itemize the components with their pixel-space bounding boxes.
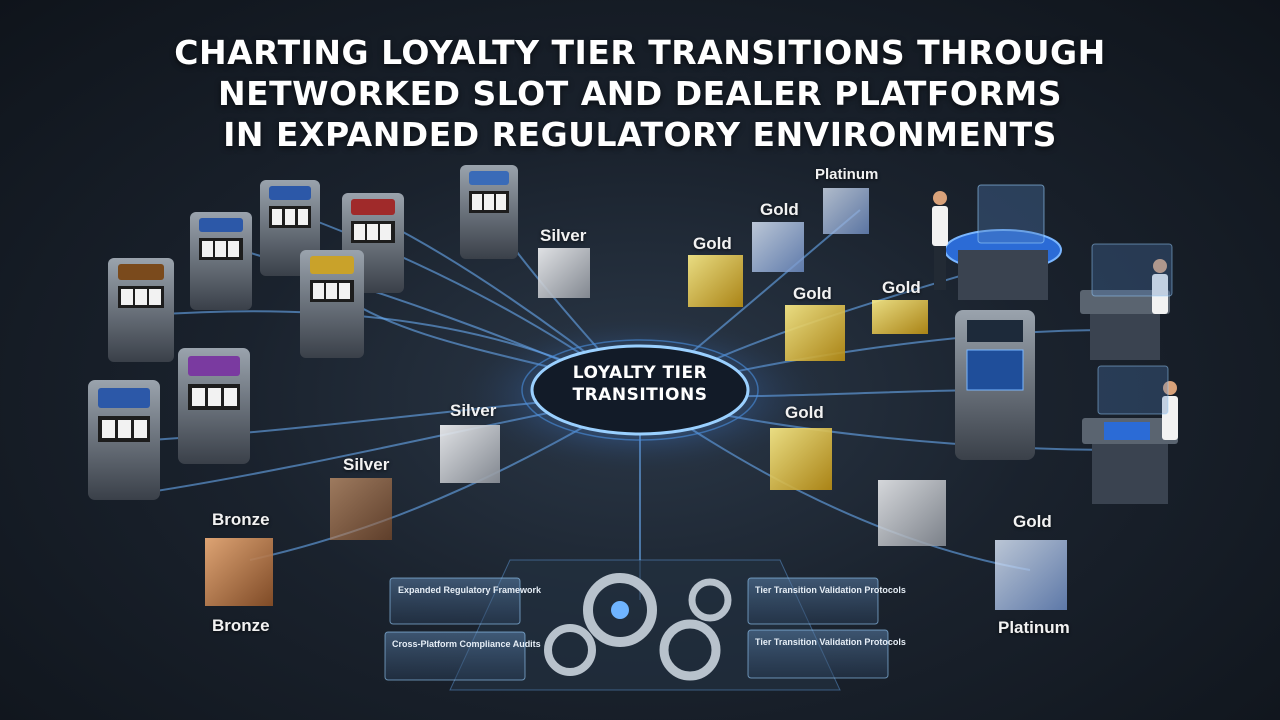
page-title: CHARTING LOYALTY TIER TRANSITIONS THROUG… bbox=[0, 32, 1280, 155]
title-line-3: IN EXPANDED REGULATORY ENVIRONMENTS bbox=[223, 115, 1057, 154]
tier-cubes bbox=[205, 188, 1067, 610]
tier-label-platinum-bottom: Platinum bbox=[998, 618, 1070, 637]
title-line-2: NETWORKED SLOT AND DEALER PLATFORMS bbox=[218, 74, 1062, 113]
cube-silver-mid bbox=[440, 425, 500, 483]
tier-label-gold-1: Gold bbox=[760, 200, 799, 219]
tier-label-gold-3: Gold bbox=[793, 284, 832, 303]
cube-silver-low bbox=[330, 478, 392, 540]
info-panels bbox=[384, 577, 889, 681]
cube-gold-4 bbox=[872, 300, 928, 334]
slot-machine bbox=[190, 212, 252, 310]
cube-gold-5 bbox=[770, 428, 832, 490]
panel-label-left-bottom: Cross-Platform Compliance Audits bbox=[392, 639, 541, 649]
cube-gold-2 bbox=[688, 255, 743, 307]
slot-machine bbox=[460, 165, 518, 259]
cube-platinum-top bbox=[823, 188, 869, 234]
hub-ring bbox=[530, 344, 750, 436]
slot-machines bbox=[88, 165, 518, 500]
dealer-table bbox=[944, 229, 1062, 300]
panel-label-right-bottom: Tier Transition Validation Protocols bbox=[755, 637, 906, 647]
tier-label-platinum-top: Platinum bbox=[815, 166, 879, 183]
tier-label-gold-6: Gold bbox=[1013, 512, 1052, 531]
dealer-terminal bbox=[1082, 418, 1178, 504]
holo-display bbox=[977, 184, 1045, 244]
slot-machine bbox=[178, 348, 250, 464]
tier-label-bronze-top: Bronze bbox=[212, 510, 270, 529]
dealer-stations bbox=[932, 184, 1178, 504]
tier-label-gold-5: Gold bbox=[785, 403, 824, 422]
dealer-figure bbox=[1152, 259, 1168, 314]
dealer-figure bbox=[932, 191, 948, 290]
cube-bronze bbox=[205, 538, 273, 606]
holo-display bbox=[1097, 365, 1169, 415]
tier-label-silver-top: Silver bbox=[540, 226, 587, 245]
slot-machine bbox=[300, 250, 364, 358]
cube-gold-3 bbox=[785, 305, 845, 361]
holo-display bbox=[1091, 243, 1173, 297]
cube-platinum-bottom bbox=[995, 540, 1067, 610]
cube-silver-top bbox=[538, 248, 590, 298]
tier-label-silver-mid: Silver bbox=[450, 401, 497, 420]
tier-label-bronze-bottom: Bronze bbox=[212, 616, 270, 635]
hub-line-2: TRANSITIONS bbox=[572, 385, 708, 405]
slot-machine bbox=[88, 380, 160, 500]
dealer-figure bbox=[1162, 381, 1178, 440]
tier-label-gold-2: Gold bbox=[693, 234, 732, 253]
cube-gold-1 bbox=[752, 222, 804, 272]
slot-machine bbox=[108, 258, 174, 362]
panel-label-right-top: Tier Transition Validation Protocols bbox=[755, 585, 906, 595]
title-line-1: CHARTING LOYALTY TIER TRANSITIONS THROUG… bbox=[174, 33, 1106, 72]
kiosk-terminal bbox=[955, 310, 1035, 460]
tier-label-silver-low: Silver bbox=[343, 455, 390, 474]
hub-label: LOYALTY TIER TRANSITIONS bbox=[540, 362, 740, 406]
hub-line-1: LOYALTY TIER bbox=[572, 363, 708, 383]
tier-label-gold-4: Gold bbox=[882, 278, 921, 297]
panel-label-left-top: Expanded Regulatory Framework bbox=[398, 585, 542, 595]
cube-gold-6 bbox=[878, 480, 946, 546]
